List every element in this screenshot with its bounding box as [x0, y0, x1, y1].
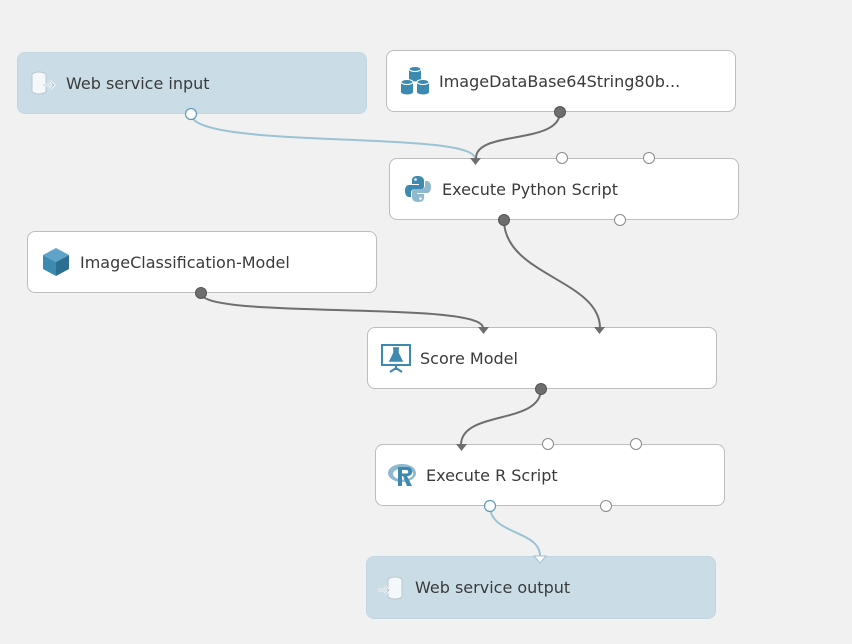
output-port[interactable] — [498, 214, 510, 226]
output-port[interactable] — [195, 287, 207, 299]
input-port-arrow[interactable] — [456, 444, 467, 451]
output-port[interactable] — [483, 499, 497, 513]
module-web-service-input[interactable]: Web service input — [17, 52, 367, 114]
output-port[interactable] — [554, 106, 566, 118]
python-icon — [402, 173, 434, 205]
input-port[interactable] — [542, 438, 554, 450]
score-model-icon — [380, 342, 412, 374]
module-score-model[interactable]: Score Model — [367, 327, 717, 389]
module-label: ImageDataBase64String80b... — [439, 71, 681, 91]
dataset-icon — [399, 65, 431, 97]
input-port[interactable] — [643, 152, 655, 164]
input-port[interactable] — [630, 438, 642, 450]
input-port-arrow[interactable] — [470, 158, 481, 165]
module-dataset[interactable]: ImageDataBase64String80b... — [386, 50, 736, 112]
module-trained-model[interactable]: ImageClassification-Model — [27, 231, 377, 293]
input-port-arrow[interactable] — [532, 555, 548, 564]
output-port[interactable] — [600, 500, 612, 512]
r-script-icon — [386, 459, 418, 491]
output-port[interactable] — [614, 214, 626, 226]
module-label: Execute R Script — [426, 465, 558, 485]
module-execute-python-script[interactable]: Execute Python Script — [389, 158, 739, 220]
web-service-input-icon — [26, 67, 58, 99]
input-port[interactable] — [556, 152, 568, 164]
trained-model-icon — [40, 246, 72, 278]
module-label: Web service output — [415, 578, 571, 597]
module-web-service-output[interactable]: Web service output — [366, 556, 716, 619]
input-port-arrow[interactable] — [478, 327, 489, 334]
module-label: Score Model — [420, 348, 518, 368]
module-label: Execute Python Script — [442, 179, 619, 199]
output-port[interactable] — [535, 383, 547, 395]
output-port[interactable] — [184, 107, 198, 121]
web-service-output-icon — [375, 572, 407, 604]
input-port-arrow[interactable] — [594, 327, 605, 334]
module-label: ImageClassification-Model — [80, 252, 290, 272]
module-execute-r-script[interactable]: Execute R Script — [375, 444, 725, 506]
module-label: Web service input — [66, 73, 210, 93]
